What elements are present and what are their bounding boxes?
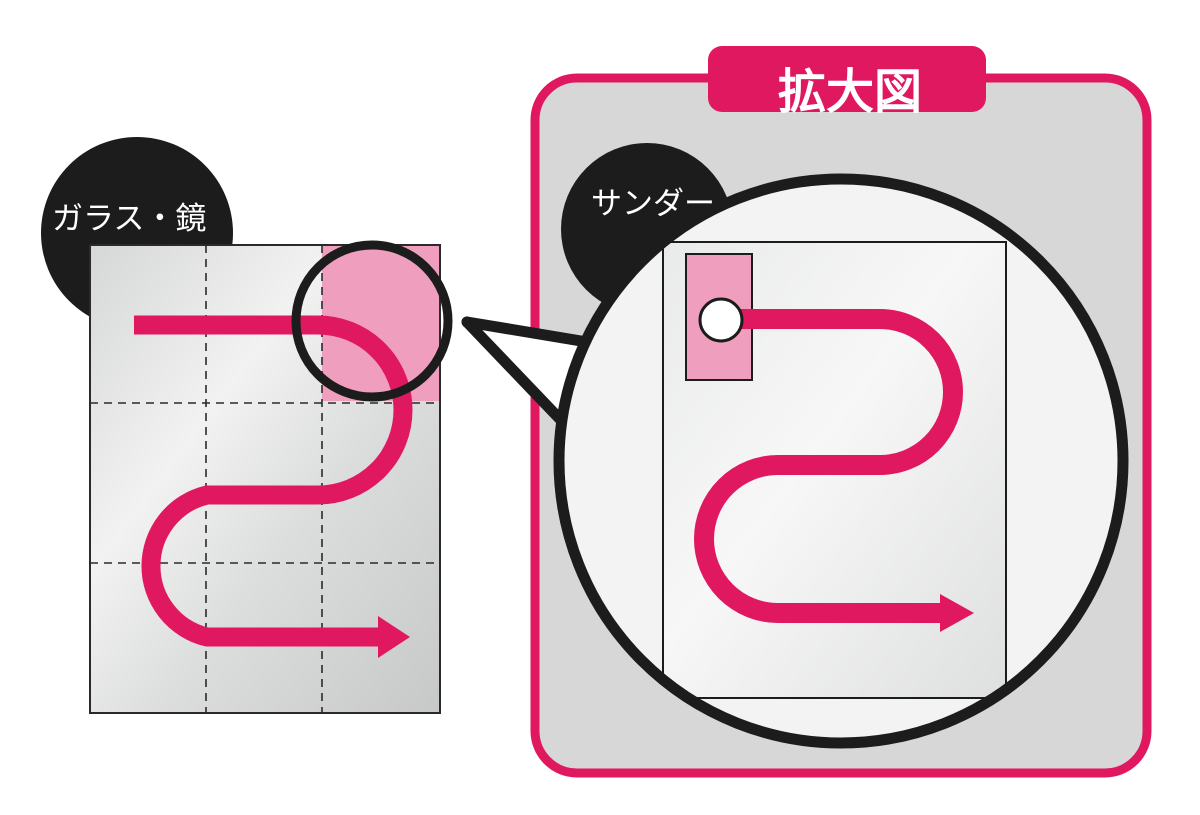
sanding-path (134, 315, 413, 647)
zoom-arrow-head (940, 594, 974, 632)
surface-label: ガラス・鏡 (52, 201, 207, 237)
zoom-circle (553, 173, 1129, 749)
sander-disc-icon (698, 297, 744, 343)
zoom-title-badge (708, 46, 986, 112)
glass-pane (89, 244, 441, 714)
tool-label: サンダー (591, 186, 715, 222)
path-arrow-head (378, 616, 410, 658)
zoom-circle-border (553, 173, 1129, 749)
zoom-title: 拡大図 (777, 64, 922, 120)
glass-border (89, 244, 441, 714)
magnify-circle (291, 240, 453, 402)
zoom-sanding-path (694, 309, 963, 623)
